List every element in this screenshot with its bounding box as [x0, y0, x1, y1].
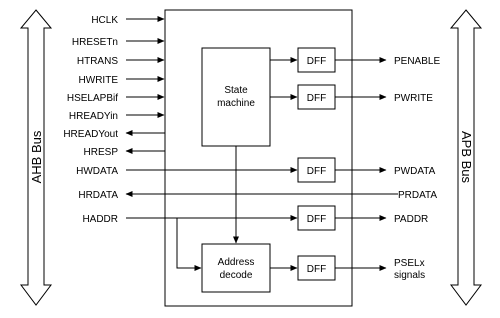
svg-text:DFF: DFF	[307, 214, 326, 225]
ahb-signal-hreadyin: HREADYin	[69, 111, 165, 122]
apb-bus-arrow: APB Bus	[449, 9, 483, 306]
ahb-signal-htrans: HTRANS	[77, 56, 165, 67]
ahb-bus-arrow: AHB Bus	[19, 9, 53, 306]
ahb-signal-hwdata: HWDATA	[76, 166, 298, 177]
ahb-signal-hwrite: HWRITE	[79, 75, 165, 86]
svg-text:PENABLE: PENABLE	[394, 56, 440, 67]
svg-text:DFF: DFF	[307, 93, 326, 104]
svg-text:PRDATA: PRDATA	[398, 190, 437, 201]
ahb-signal-haddr: HADDR	[82, 214, 298, 271]
dff-psel: DFF	[297, 255, 336, 281]
ahb-signal-hclk: HCLK	[91, 15, 165, 26]
apb-signal-prdata: PRDATA	[398, 190, 437, 201]
ahb-signal-hrdata: HRDATA	[78, 190, 398, 201]
svg-text:signals: signals	[394, 270, 425, 281]
svg-text:HCLK: HCLK	[91, 15, 118, 26]
dff-paddr: DFF	[297, 205, 336, 231]
svg-text:PSELx: PSELx	[394, 258, 425, 269]
svg-text:HADDR: HADDR	[82, 214, 118, 225]
address-decode-block	[201, 243, 271, 293]
apb-signal-pwdata: PWDATA	[335, 166, 436, 177]
svg-text:PWRITE: PWRITE	[394, 93, 433, 104]
ahb-signal-hreadyout: HREADYout	[63, 129, 165, 140]
svg-text:DFF: DFF	[307, 56, 326, 67]
svg-text:HTRANS: HTRANS	[77, 56, 118, 67]
address-decode-label-line2: decode	[220, 270, 253, 281]
dff-penable: DFF	[297, 47, 336, 73]
apb-signal-paddr: PADDR	[335, 214, 428, 225]
svg-text:HRESP: HRESP	[84, 147, 119, 158]
svg-text:HREADYin: HREADYin	[69, 111, 118, 122]
svg-text:HSELAPBif: HSELAPBif	[67, 93, 118, 104]
svg-text:PADDR: PADDR	[394, 214, 428, 225]
svg-text:HREADYout: HREADYout	[63, 129, 118, 140]
svg-text:HWDATA: HWDATA	[76, 166, 118, 177]
ahb-signal-hresetn: HRESETn	[72, 37, 165, 48]
ahb-bus-label: AHB Bus	[29, 130, 44, 183]
ahb-signal-hresp: HRESP	[84, 147, 165, 158]
dff-pwrite: DFF	[297, 84, 336, 110]
svg-text:DFF: DFF	[307, 264, 326, 275]
svg-text:DFF: DFF	[307, 166, 326, 177]
ahb-signal-hselapbif: HSELAPBif	[67, 93, 165, 104]
apb-bus-label: APB Bus	[459, 131, 474, 184]
address-decode-label: Address	[218, 257, 255, 268]
svg-text:HRDATA: HRDATA	[78, 190, 118, 201]
apb-signal-pwrite: PWRITE	[335, 93, 433, 104]
state-machine-block	[201, 47, 271, 147]
svg-text:HRESETn: HRESETn	[72, 37, 118, 48]
svg-text:HWRITE: HWRITE	[79, 75, 119, 86]
apb-signal-penable: PENABLE	[335, 56, 440, 67]
svg-text:PWDATA: PWDATA	[394, 166, 436, 177]
state-machine-label: State	[224, 85, 248, 96]
apb-signal-psel: PSELx signals	[335, 258, 425, 281]
dff-pwdata: DFF	[297, 157, 336, 183]
state-machine-label-line2: machine	[217, 98, 255, 109]
